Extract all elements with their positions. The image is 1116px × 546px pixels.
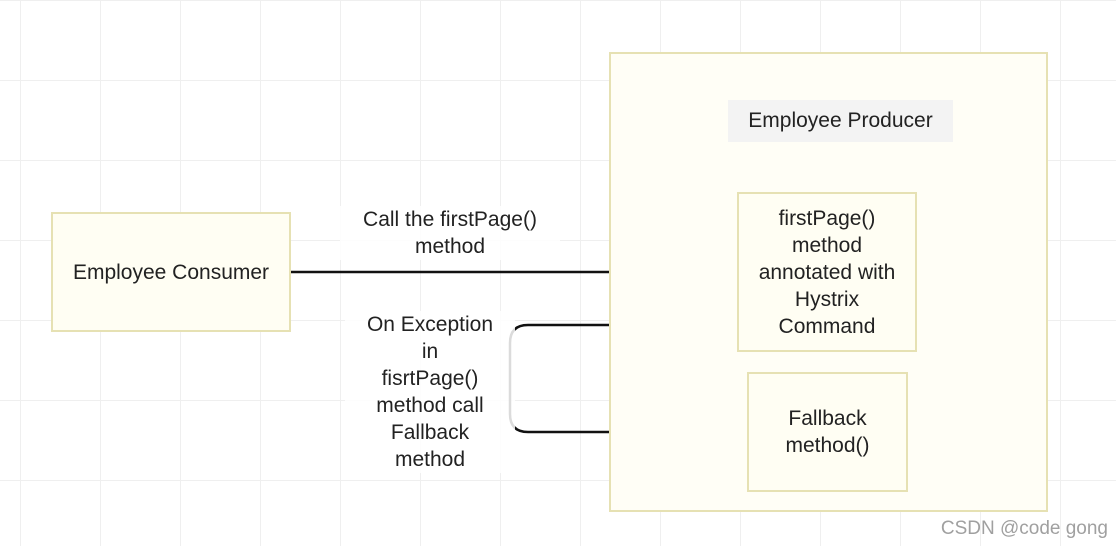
firstpage-method-label: firstPage() method annotated with Hystri… xyxy=(758,206,896,338)
watermark: CSDN @code gong xyxy=(940,518,1108,539)
employee-producer-title: Employee Producer xyxy=(728,100,953,142)
exception-edge-label: On Exception in fisrtPage() method call … xyxy=(345,311,515,473)
firstpage-method-node: firstPage() method annotated with Hystri… xyxy=(737,192,917,352)
employee-consumer-node: Employee Consumer xyxy=(51,212,291,332)
employee-consumer-label: Employee Consumer xyxy=(72,260,270,284)
fallback-method-node: Fallback method() xyxy=(747,372,908,492)
fallback-method-label: Fallback method() xyxy=(785,407,870,457)
call-edge-label: Call the firstPage() method xyxy=(340,206,560,260)
